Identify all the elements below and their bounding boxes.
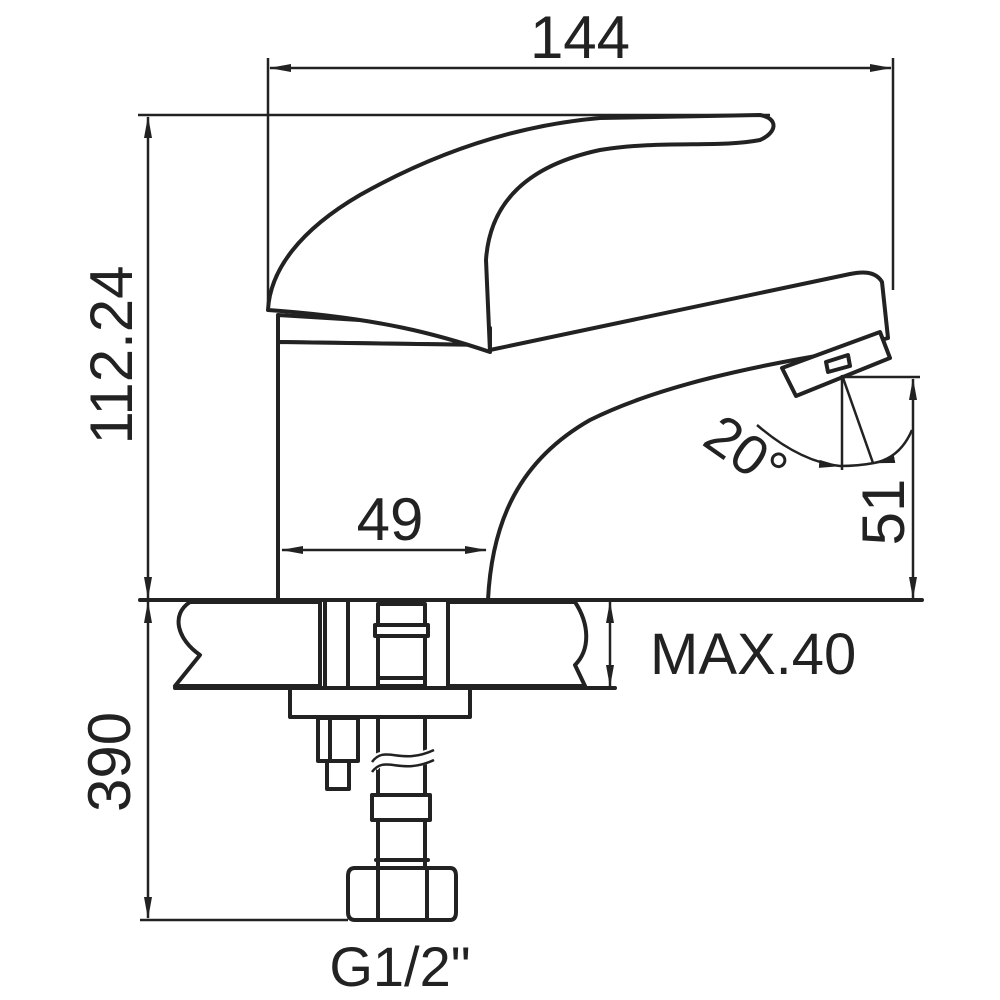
- angle-label: 20°: [693, 402, 799, 502]
- dimension-spout-height: 51: [850, 378, 917, 599]
- hose-length-label: 390: [76, 712, 143, 812]
- dimension-width: 144: [266, 4, 895, 310]
- countertop-section: [173, 600, 617, 690]
- underside-fittings: [288, 686, 472, 922]
- counter-thickness-label: MAX.40: [650, 622, 856, 687]
- height-label: 112.24: [78, 265, 145, 444]
- dimension-spout-offset: 49: [281, 486, 487, 554]
- dimension-height: 112.24: [78, 113, 770, 599]
- faucet-body: [266, 113, 892, 602]
- dimension-counter-thickness: MAX.40: [606, 601, 856, 687]
- thread-label: G1/2": [329, 935, 470, 998]
- spout-offset-label: 49: [357, 486, 424, 553]
- dimension-hose-length: 390: [76, 601, 348, 922]
- spout-height-label: 51: [850, 479, 917, 546]
- width-label: 144: [530, 4, 630, 71]
